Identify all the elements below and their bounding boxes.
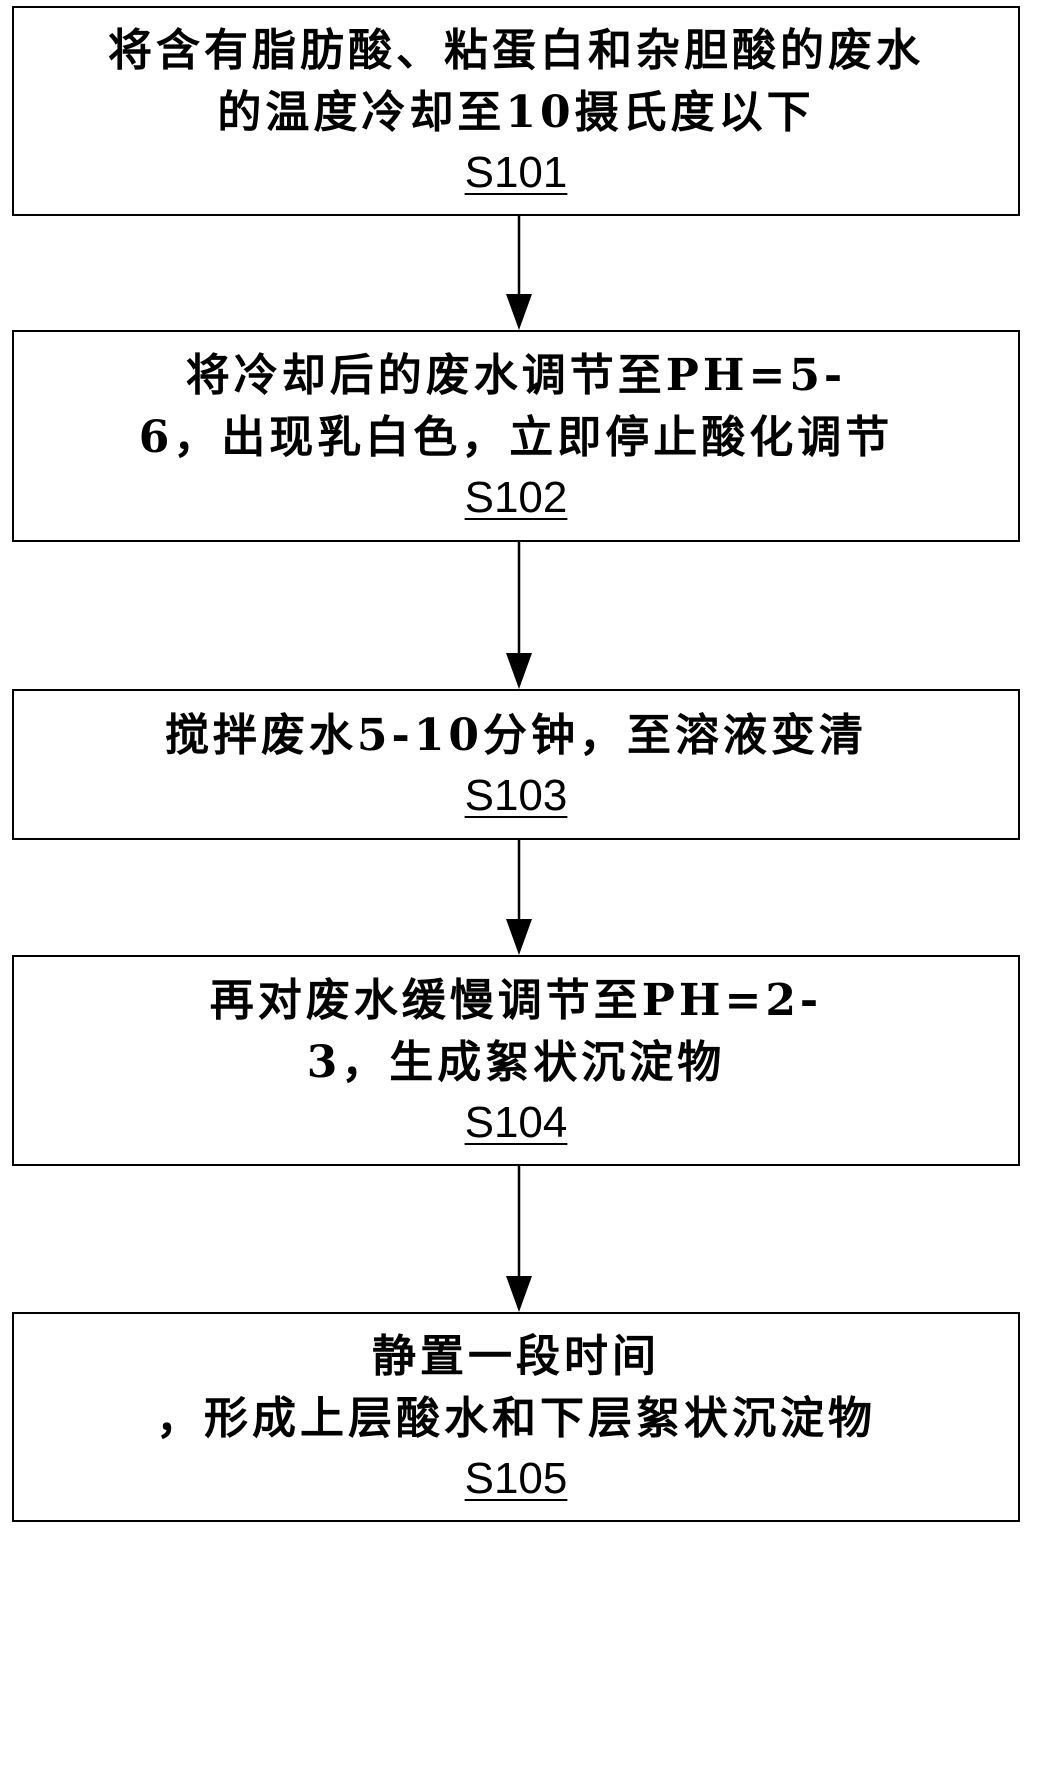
step-label: S105 <box>464 1454 568 1503</box>
arrow-s102-s103 <box>506 542 532 689</box>
step-box-s105: 静置一段时间 ，形成上层酸水和下层絮状沉淀物 S105 <box>12 1312 1020 1522</box>
step-text-line: 的温度冷却至10摄氏度以下 <box>217 87 815 138</box>
arrow-s104-s105 <box>506 1166 532 1312</box>
step-text-line: 将冷却后的废水调节至PH=5- <box>185 350 847 401</box>
step-label: S102 <box>464 473 568 522</box>
step-text-line: 搅拌废水5-10分钟，至溶液变清 <box>164 709 868 761</box>
step-text-line: 将含有脂肪酸、粘蛋白和杂胆酸的废水 <box>108 25 924 76</box>
step-box-s104: 再对废水缓慢调节至PH=2- 3，生成絮状沉淀物 S104 <box>12 955 1020 1166</box>
arrow-s103-s104 <box>506 840 532 955</box>
step-box-s101: 将含有脂肪酸、粘蛋白和杂胆酸的废水 的温度冷却至10摄氏度以下 S101 <box>12 6 1020 216</box>
step-label: S101 <box>464 148 568 197</box>
arrow-s101-s102 <box>506 216 532 330</box>
step-text-line: ，形成上层酸水和下层絮状沉淀物 <box>156 1393 876 1444</box>
step-text-line: 6，出现乳白色，立即停止酸化调节 <box>138 412 894 463</box>
step-box-s103: 搅拌废水5-10分钟，至溶液变清 S103 <box>12 689 1020 840</box>
step-box-s102: 将冷却后的废水调节至PH=5- 6，出现乳白色，立即停止酸化调节 S102 <box>12 330 1020 542</box>
step-text-line: 再对废水缓慢调节至PH=2- <box>209 974 823 1026</box>
step-label: S103 <box>464 770 568 820</box>
step-text-line: 静置一段时间 <box>372 1331 660 1382</box>
step-text-line: 3，生成絮状沉淀物 <box>306 1036 726 1088</box>
step-label: S104 <box>464 1097 568 1147</box>
